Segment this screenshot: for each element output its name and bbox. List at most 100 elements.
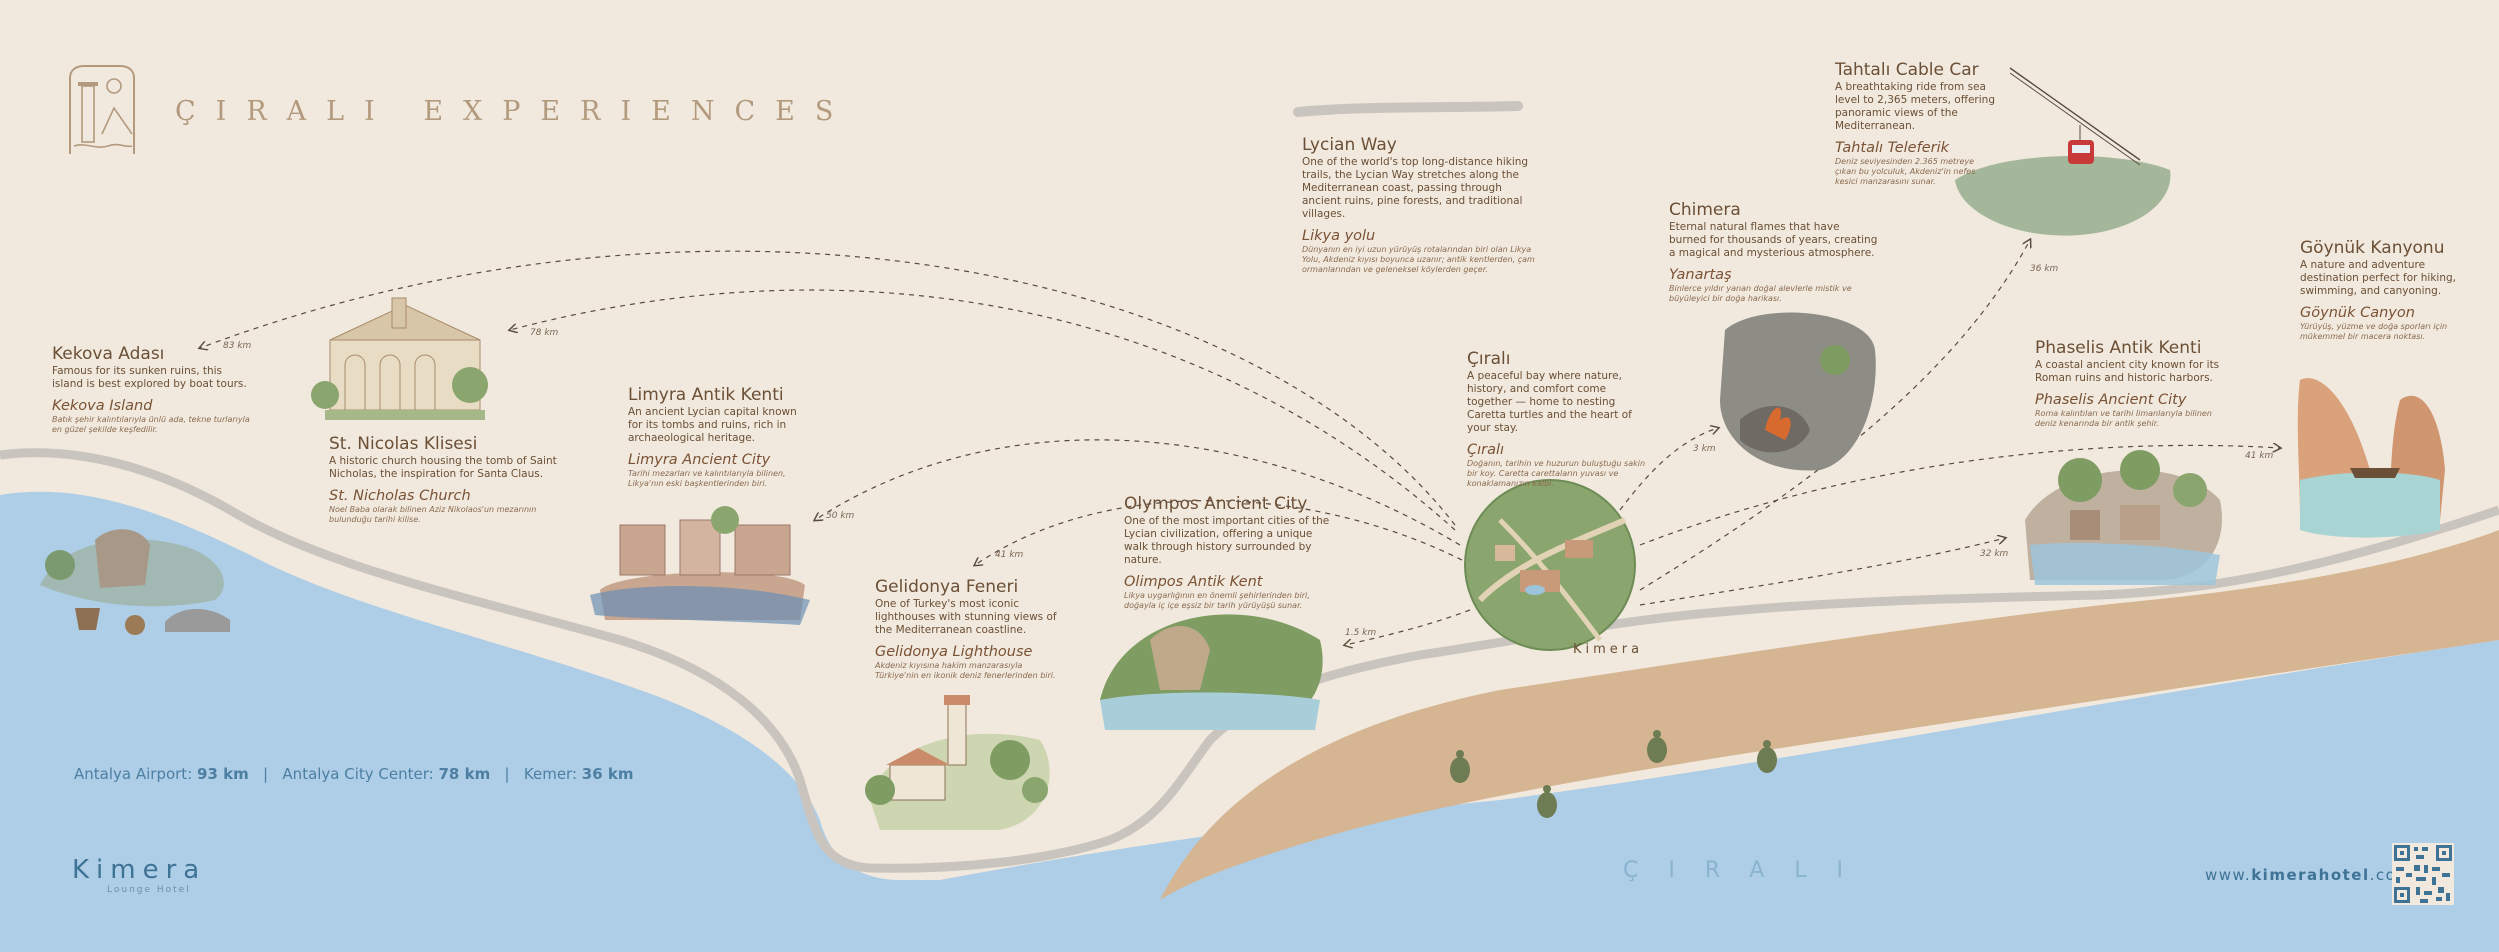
goynuk-illustration (2297, 378, 2445, 538)
brand-logo[interactable]: Kimera (72, 855, 207, 885)
place-desc: Famous for its sunken ruins, this island… (52, 365, 247, 390)
place-desc: An ancient Lycian capital known for its … (628, 406, 797, 444)
place-desc-alt: Tarihi mezarları ve kalıntılarıyla bilin… (628, 469, 786, 488)
web-prefix: www. (2205, 866, 2252, 884)
phaselis-illustration (2025, 450, 2222, 585)
place-name: Chimera (1669, 200, 1741, 220)
route-olympos (1345, 609, 1471, 645)
place-desc: One of Turkey's most iconic lighthouses … (875, 598, 1057, 636)
olympos-illustration (1100, 614, 1323, 730)
web-domain: kimerahotel (2251, 866, 2370, 884)
route-stnicolas (510, 289, 1456, 531)
place-desc-alt: Noel Baba olarak bilinen Aziz Nikolaos'u… (329, 505, 537, 524)
place-name-alt: Yanartaş (1669, 267, 1732, 283)
route-phaselis (1639, 538, 2005, 606)
place-goynuk[interactable]: Göynük Kanyonu A nature and adventure de… (2300, 238, 2460, 342)
place-name-alt: Likya yolu (1302, 228, 1376, 244)
place-kekova[interactable]: Kekova Adası Famous for its sunken ruins… (52, 344, 252, 435)
page-title: ÇIRALI EXPERIENCES (175, 96, 854, 127)
distance-chimera: 3 km (1693, 444, 1716, 454)
distance-goynuk: 41 km (2245, 451, 2274, 461)
place-name-alt: Göynük Canyon (2300, 305, 2415, 321)
cirali-map-illustration (1464, 479, 1636, 651)
place-name: Limyra Antik Kenti (628, 385, 784, 405)
place-desc: A historic church housing the tomb of Sa… (329, 455, 557, 480)
place-desc: One of the world's top long-distance hik… (1302, 156, 1529, 220)
place-desc: A coastal ancient city known for its Rom… (2035, 359, 2220, 384)
gelidonya-illustration (865, 695, 1050, 830)
distance-gelidonya: 41 km (995, 550, 1024, 560)
place-desc-alt: Roma kalıntıları ve tarihi limanlarıyla … (2035, 409, 2212, 428)
route-kekova (200, 250, 1456, 526)
place-desc-alt: Doğanın, tarihin ve huzurun buluştuğu sa… (1467, 459, 1646, 488)
distance-summary: Antalya Airport: 93 km | Antalya City Ce… (74, 765, 634, 783)
place-stnicolas[interactable]: St. Nicolas Klisesi A historic church ho… (329, 434, 559, 525)
place-desc: A breathtaking ride from sea level to 2,… (1835, 81, 1995, 132)
kemer-label: Kemer: (523, 765, 578, 783)
distance-kekova: 83 km (223, 341, 252, 351)
kemer-value: 36 km (581, 765, 634, 783)
place-name: St. Nicolas Klisesi (329, 434, 478, 454)
place-desc-alt: Dünyanın en iyi uzun yürüyüş rotalarında… (1302, 245, 1535, 274)
place-name: Göynük Kanyonu (2300, 238, 2445, 258)
qr-code-icon[interactable] (2392, 843, 2454, 905)
city-value: 78 km (438, 765, 491, 783)
chimera-illustration (1720, 312, 1876, 471)
sea-right (940, 640, 2499, 952)
place-name-alt: Kekova Island (52, 398, 153, 414)
place-name-alt: Çıralı (1467, 442, 1505, 458)
stnicolas-church-illustration (311, 297, 488, 420)
place-desc-alt: Batık şehir kalıntılarıyla ünlü ada, tek… (52, 415, 250, 434)
place-desc: One of the most important cities of the … (1124, 515, 1330, 566)
place-desc-alt: Akdeniz kıyısına hakim manzarasıyla Türk… (875, 661, 1056, 680)
route-goynuk (1639, 445, 2280, 546)
lycian-way-line (1293, 101, 1523, 117)
place-desc: A peaceful bay where nature, history, an… (1467, 370, 1632, 434)
place-tahtali[interactable]: Tahtalı Cable Car A breathtaking ride fr… (1835, 60, 1995, 187)
separator: | (504, 765, 510, 783)
place-cirali[interactable]: Çıralı A peaceful bay where nature, hist… (1467, 349, 1652, 489)
kimera-map-label: Kimera (1573, 642, 1644, 657)
place-desc: A nature and adventure destination perfe… (2300, 259, 2456, 297)
place-name-alt: Tahtalı Teleferik (1835, 140, 1949, 156)
turtles (1450, 730, 1777, 818)
website-link[interactable]: www.kimerahotel.com (2205, 866, 2412, 884)
sand-beach (1160, 530, 2499, 900)
place-phaselis[interactable]: Phaselis Antik Kenti A coastal ancient c… (2035, 338, 2220, 429)
kekova-illustration (40, 529, 230, 635)
city-label: Antalya City Center: (282, 765, 434, 783)
place-name: Kekova Adası (52, 344, 165, 364)
column-logo-icon (69, 65, 135, 154)
limyra-illustration (590, 506, 810, 625)
place-name-alt: Limyra Ancient City (628, 452, 771, 468)
distance-limyra: 50 km (826, 511, 855, 521)
place-desc-alt: Yürüyüş, yüzme ve doğa sporları için mük… (2300, 322, 2448, 341)
place-name: Gelidonya Feneri (875, 577, 1019, 597)
place-olympos[interactable]: Olympos Ancient City One of the most imp… (1124, 494, 1336, 611)
distance-stnicolas: 78 km (530, 328, 559, 338)
place-name-alt: Phaselis Ancient City (2035, 392, 2187, 408)
place-name: Çıralı (1467, 349, 1511, 369)
place-desc: Eternal natural flames that have burned … (1669, 221, 1878, 259)
place-lycian-way[interactable]: Lycian Way One of the world's top long-d… (1302, 135, 1542, 275)
cirali-map-label: ÇIRALI (1623, 858, 1874, 883)
place-gelidonya[interactable]: Gelidonya Feneri One of Turkey's most ic… (875, 577, 1065, 681)
place-name-alt: Gelidonya Lighthouse (875, 644, 1033, 660)
coastal-road (0, 448, 2499, 873)
distance-olympos: 1.5 km (1345, 628, 1377, 638)
place-desc-alt: Likya uygarlığının en önemli şehirlerind… (1124, 591, 1310, 610)
place-limyra[interactable]: Limyra Antik Kenti An ancient Lycian cap… (628, 385, 808, 489)
distance-tahtali: 36 km (2030, 264, 2059, 274)
route-gelidonya (975, 500, 1463, 565)
place-name: Olympos Ancient City (1124, 494, 1308, 514)
tahtali-illustration (1955, 67, 2171, 236)
airport-label: Antalya Airport: (74, 765, 193, 783)
route-limyra (815, 439, 1461, 546)
separator: | (263, 765, 269, 783)
place-desc-alt: Deniz seviyesinden 2.365 metreye çıkan b… (1835, 157, 1976, 186)
place-name-alt: St. Nicholas Church (329, 488, 471, 504)
place-chimera[interactable]: Chimera Eternal natural flames that have… (1669, 200, 1879, 304)
place-name: Phaselis Antik Kenti (2035, 338, 2202, 358)
